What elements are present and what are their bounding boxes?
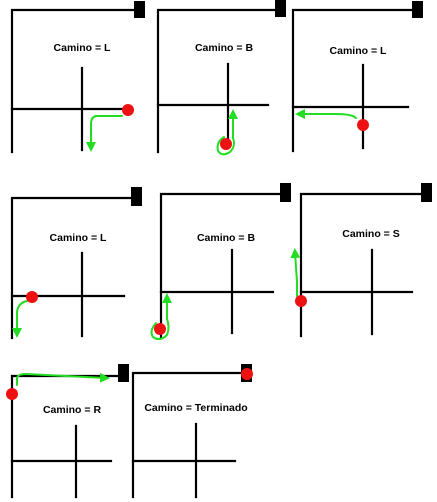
panel-8: Camino = Terminado xyxy=(131,364,253,499)
path-arrow xyxy=(290,248,301,297)
robot-dot xyxy=(241,368,253,380)
panel-5: Camino = B xyxy=(150,183,291,341)
panel-label: Camino = S xyxy=(342,228,399,240)
goal-marker xyxy=(275,0,286,17)
robot-dot xyxy=(154,323,166,335)
path-arrow xyxy=(12,300,28,338)
panel-1: Camino = L xyxy=(10,1,145,154)
maze-wall xyxy=(131,371,249,499)
path-arrow xyxy=(86,115,123,152)
robot-dot xyxy=(295,295,307,307)
goal-marker xyxy=(134,1,145,18)
maze-wall xyxy=(10,196,136,340)
maze-wall xyxy=(299,192,429,338)
panel-label: Camino = L xyxy=(50,232,107,244)
robot-dot xyxy=(26,291,38,303)
path-arrow xyxy=(216,109,238,156)
panel-3: Camino = L xyxy=(291,1,423,153)
goal-marker xyxy=(131,187,142,206)
panel-label: Camino = L xyxy=(54,42,111,54)
maze-wall xyxy=(159,192,284,340)
goal-marker xyxy=(412,1,423,18)
path-arrow xyxy=(16,372,110,386)
panel-6: Camino = S xyxy=(290,183,432,338)
panel-4: Camino = L xyxy=(10,187,142,340)
panel-2: Camino = B xyxy=(156,0,286,156)
panel-label: Camino = R xyxy=(43,404,101,416)
robot-dot xyxy=(6,388,18,400)
path-arrow xyxy=(295,109,357,119)
panel-label: Camino = B xyxy=(195,42,253,54)
panel-label: Camino = Terminado xyxy=(144,402,247,414)
maze-wall xyxy=(10,8,138,154)
panel-label: Camino = B xyxy=(197,232,255,244)
path-arrow xyxy=(150,293,172,341)
robot-dot xyxy=(220,138,232,150)
panel-7: Camino = R xyxy=(6,364,129,499)
maze-wall xyxy=(156,8,278,154)
robot-dot xyxy=(357,119,369,131)
robot-dot xyxy=(122,104,134,116)
panel-label: Camino = L xyxy=(330,45,387,57)
goal-marker xyxy=(421,183,432,202)
goal-marker xyxy=(280,183,291,202)
goal-marker xyxy=(118,364,129,382)
maze-wall xyxy=(291,8,418,153)
maze-wall xyxy=(10,374,122,499)
